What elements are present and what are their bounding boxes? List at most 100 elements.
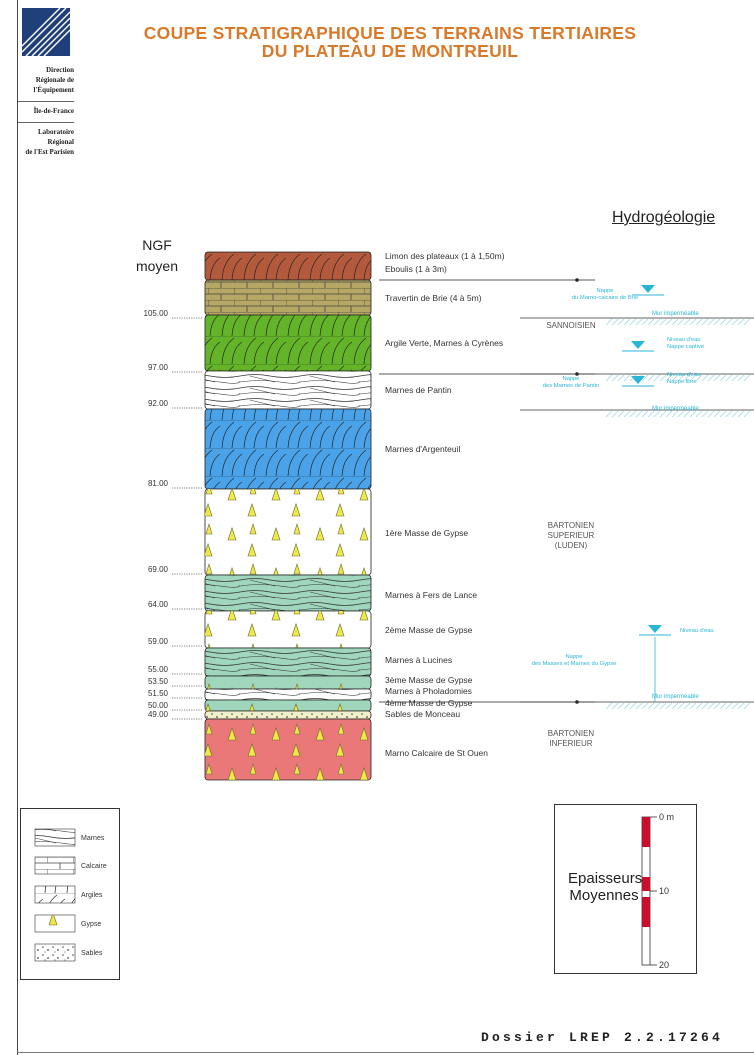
impermeable-hatch xyxy=(720,375,726,381)
impermeable-hatch xyxy=(744,319,750,325)
impermeable-hatch xyxy=(642,703,648,709)
impermeable-hatch xyxy=(642,319,648,325)
bottom-border xyxy=(17,1052,754,1053)
impermeable-hatch xyxy=(654,703,660,709)
impermeable-hatch xyxy=(654,319,660,325)
hydro-note: des Masses et Marnes du Gypse xyxy=(532,661,617,667)
scale-bar-segment xyxy=(642,817,650,847)
layer-label: Argile Verte, Marnes à Cyrènes xyxy=(385,338,503,348)
impermeable-hatch xyxy=(624,703,630,709)
impermeable-hatch xyxy=(612,375,618,381)
layer-label: 3ème Masse de Gypse xyxy=(385,675,473,685)
impermeable-hatch xyxy=(738,319,744,325)
layer-block xyxy=(205,689,371,700)
layer-label: Limon des plateaux (1 à 1,50m) xyxy=(385,251,505,261)
impermeable-hatch xyxy=(744,411,750,417)
thickness-title-line-2: Moyennes xyxy=(568,887,640,904)
impermeable-hatch xyxy=(714,411,720,417)
elevation-label: 64.00 xyxy=(148,600,169,609)
legend-box: Marnes Calcaire Argiles Gypse Sables xyxy=(20,808,120,980)
hydro-note: des Marnes de Pantin xyxy=(543,383,599,389)
impermeable-hatch xyxy=(702,703,708,709)
layer-label: Marnes à Pholadomies xyxy=(385,686,472,696)
impermeable-hatch xyxy=(726,411,732,417)
elevation-label: 50.00 xyxy=(148,701,169,710)
impermeable-hatch xyxy=(666,703,672,709)
layers-group xyxy=(205,252,371,780)
legend-graphic: Marnes Calcaire Argiles Gypse Sables xyxy=(21,809,119,979)
stage-label: BARTONIEN xyxy=(548,729,595,738)
impermeable-hatch xyxy=(696,703,702,709)
impermeable-hatch xyxy=(744,703,750,709)
impermeable-hatch xyxy=(672,703,678,709)
impermeable-hatch xyxy=(606,411,612,417)
legend-label: Gypse xyxy=(81,921,101,928)
layer-block xyxy=(205,252,371,280)
impermeable-hatch xyxy=(732,375,738,381)
layer-block xyxy=(205,611,371,648)
impermeable-hatch xyxy=(642,411,648,417)
impermeable-hatch xyxy=(738,411,744,417)
hydro-note: Nappe captive xyxy=(667,344,704,350)
legend-label: Sables xyxy=(81,950,103,957)
scale-bar-segment xyxy=(642,877,650,891)
layer-label: Travertin de Brie (4 à 5m) xyxy=(385,293,482,303)
layer-block xyxy=(205,575,371,611)
elevation-label: 51.50 xyxy=(148,689,169,698)
hydro-note: Nappe xyxy=(565,654,582,660)
impermeable-hatch xyxy=(714,703,720,709)
hydro-note: Niveau d'eau xyxy=(667,372,701,378)
impermeable-hatch xyxy=(618,319,624,325)
impermeable-hatch xyxy=(690,319,696,325)
scale-label-20: 20 xyxy=(659,960,669,970)
impermeable-hatch xyxy=(732,319,738,325)
layer-label: Sables de Monceau xyxy=(385,709,460,719)
impermeable-hatch xyxy=(702,375,708,381)
impermeable-label: Mur imperméable xyxy=(652,406,699,412)
impermeable-hatch xyxy=(684,703,690,709)
elevation-label: 81.00 xyxy=(148,479,169,488)
hydro-note: Nappe xyxy=(562,376,579,382)
stage-label: INFERIEUR xyxy=(549,739,592,748)
impermeable-hatch xyxy=(636,703,642,709)
scale-label-10: 10 xyxy=(659,886,669,896)
impermeable-hatch xyxy=(630,319,636,325)
impermeable-hatch xyxy=(726,319,732,325)
hydro-note: Niveau d'eau xyxy=(680,628,714,634)
impermeable-hatch xyxy=(630,411,636,417)
impermeable-hatch xyxy=(708,375,714,381)
connector-dot xyxy=(575,278,579,282)
elevation-label: 69.00 xyxy=(148,565,169,574)
hydro-note: Nappe xyxy=(596,288,613,294)
impermeable-hatch xyxy=(618,703,624,709)
layer-label: Eboulis (1 à 3m) xyxy=(385,264,447,274)
impermeable-hatch xyxy=(732,411,738,417)
legend-item-sables: Sables xyxy=(35,944,103,961)
impermeable-hatch xyxy=(696,319,702,325)
impermeable-hatch xyxy=(606,375,612,381)
layer-label: Marnes à Fers de Lance xyxy=(385,590,477,600)
legend-item-argiles: Argiles xyxy=(35,886,103,903)
impermeable-hatch xyxy=(630,703,636,709)
impermeable-hatch xyxy=(720,319,726,325)
layer-label: Marnes d'Argenteuil xyxy=(385,444,460,454)
elevation-label: 97.00 xyxy=(148,363,169,372)
impermeable-hatch xyxy=(654,375,660,381)
layer-block xyxy=(205,371,371,409)
layer-block xyxy=(205,280,371,315)
stage-label: BARTONIEN xyxy=(548,521,595,530)
legend-item-marnes: Marnes xyxy=(35,829,105,846)
impermeable-hatch xyxy=(720,411,726,417)
elevation-label: 105.00 xyxy=(144,309,169,318)
impermeable-hatch xyxy=(720,703,726,709)
layer-label: 1ère Masse de Gypse xyxy=(385,528,468,538)
impermeable-hatch xyxy=(708,411,714,417)
dossier-reference: Dossier LREP 2.2.17264 xyxy=(481,1030,723,1045)
impermeable-hatch xyxy=(690,703,696,709)
impermeable-hatch xyxy=(612,703,618,709)
water-level-icon xyxy=(641,285,655,293)
elevation-label: 59.00 xyxy=(148,637,169,646)
impermeable-hatch xyxy=(636,411,642,417)
impermeable-hatch xyxy=(726,375,732,381)
impermeable-hatch xyxy=(606,319,612,325)
